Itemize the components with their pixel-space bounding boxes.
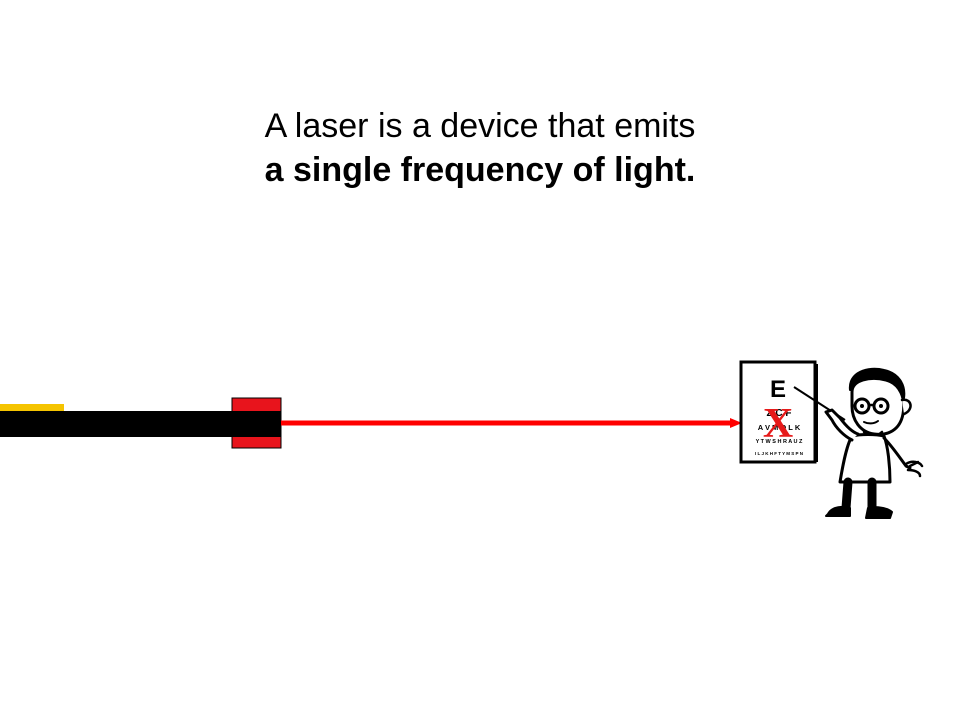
- red-x-mark: X: [763, 401, 793, 447]
- eye-chart-row-3: A V M O L K: [758, 423, 801, 432]
- slide-title: A laser is a device that emits a single …: [0, 104, 960, 192]
- doctor-right-arm: [882, 436, 912, 470]
- eye-chart-row-2: Z C F: [767, 408, 792, 419]
- doctor-mouth: [863, 420, 879, 425]
- doctor-pointing-arm: [824, 408, 860, 442]
- title-line-1: A laser is a device that emits: [264, 107, 696, 145]
- laser-yellow-stripe: [0, 404, 64, 412]
- eye-chart-row-1: E: [770, 376, 786, 403]
- eye-chart-row-5: I L J K H F T Y M S P N: [755, 451, 803, 456]
- laser-beam: [281, 418, 742, 428]
- doctor-left-shoe: [825, 505, 851, 517]
- doctor-eye-right: [879, 404, 883, 408]
- eye-chart-board: [739, 360, 817, 464]
- doctor-coat: [838, 433, 892, 484]
- title-line-2: a single frequency of light.: [264, 151, 696, 189]
- doctor-left-leg: [841, 477, 853, 513]
- eye-chart-row-4: Y T W S H R A U Z: [756, 439, 803, 445]
- laser-beam-arrowhead: [730, 418, 742, 428]
- doctor-right-hand: [904, 460, 924, 478]
- doctor-ear: [900, 398, 912, 416]
- doctor-eye-left: [860, 404, 864, 408]
- laser-body: [0, 411, 240, 437]
- laser-device: [0, 397, 282, 449]
- doctor-right-shoe: [865, 506, 893, 519]
- laser-tip-band: [232, 411, 281, 437]
- eye-doctor-figure: [824, 367, 924, 519]
